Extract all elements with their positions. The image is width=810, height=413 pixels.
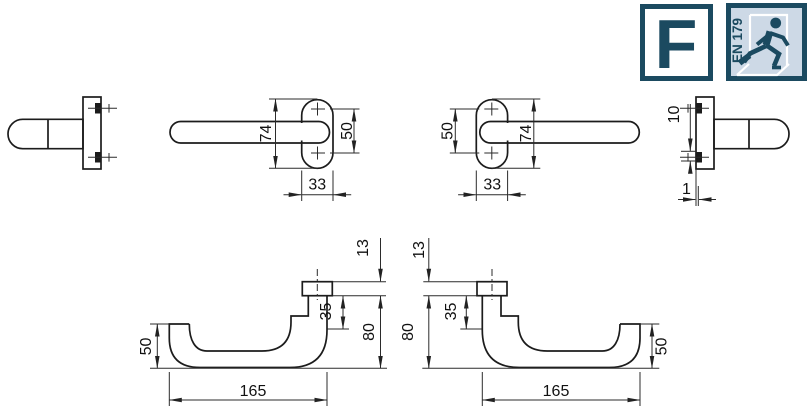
view-profile-right	[422, 238, 659, 406]
view-side-right	[679, 96, 790, 170]
dim-length-left: 165	[240, 383, 267, 400]
dim-neck-right: 35	[443, 303, 460, 321]
dim-grip-height-left: 50	[138, 338, 155, 356]
f-badge-letter: F	[655, 5, 698, 83]
dim-height-right: 80	[400, 323, 417, 341]
dim-length-right: 165	[543, 383, 570, 400]
dimension-labels: 74 50 33 74 50 33 10 1 50 13 80 35 165 5…	[138, 106, 691, 401]
dim-rose-height-left: 74	[258, 125, 275, 143]
en179-badge-label: EN 179	[730, 18, 745, 63]
dim-offset: 10	[666, 106, 683, 124]
dim-thickness: 1	[682, 181, 691, 198]
dim-cap-right: 13	[411, 241, 428, 259]
side-right-dimensions	[678, 104, 716, 206]
dim-neck-left: 35	[318, 303, 335, 321]
view-profile-left	[150, 238, 387, 406]
view-front-left	[170, 99, 360, 201]
f-badge-frame	[640, 4, 713, 81]
dim-rose-width-right: 33	[483, 177, 501, 194]
dim-screw-spacing-left: 50	[339, 122, 356, 140]
dim-grip-height-right: 50	[654, 338, 671, 356]
running-man-icon	[737, 17, 790, 70]
f-badge: F	[640, 4, 713, 83]
dim-rose-width-left: 33	[308, 177, 326, 194]
dim-height-left: 80	[361, 323, 378, 341]
dim-screw-spacing-right: 50	[440, 122, 457, 140]
en179-badge: EN 179	[726, 3, 807, 81]
dim-rose-height-right: 74	[518, 125, 535, 143]
view-side-left	[7, 96, 118, 170]
exit-door-icon	[736, 13, 790, 77]
dim-cap-left: 13	[355, 239, 372, 257]
view-front-right	[450, 99, 640, 201]
